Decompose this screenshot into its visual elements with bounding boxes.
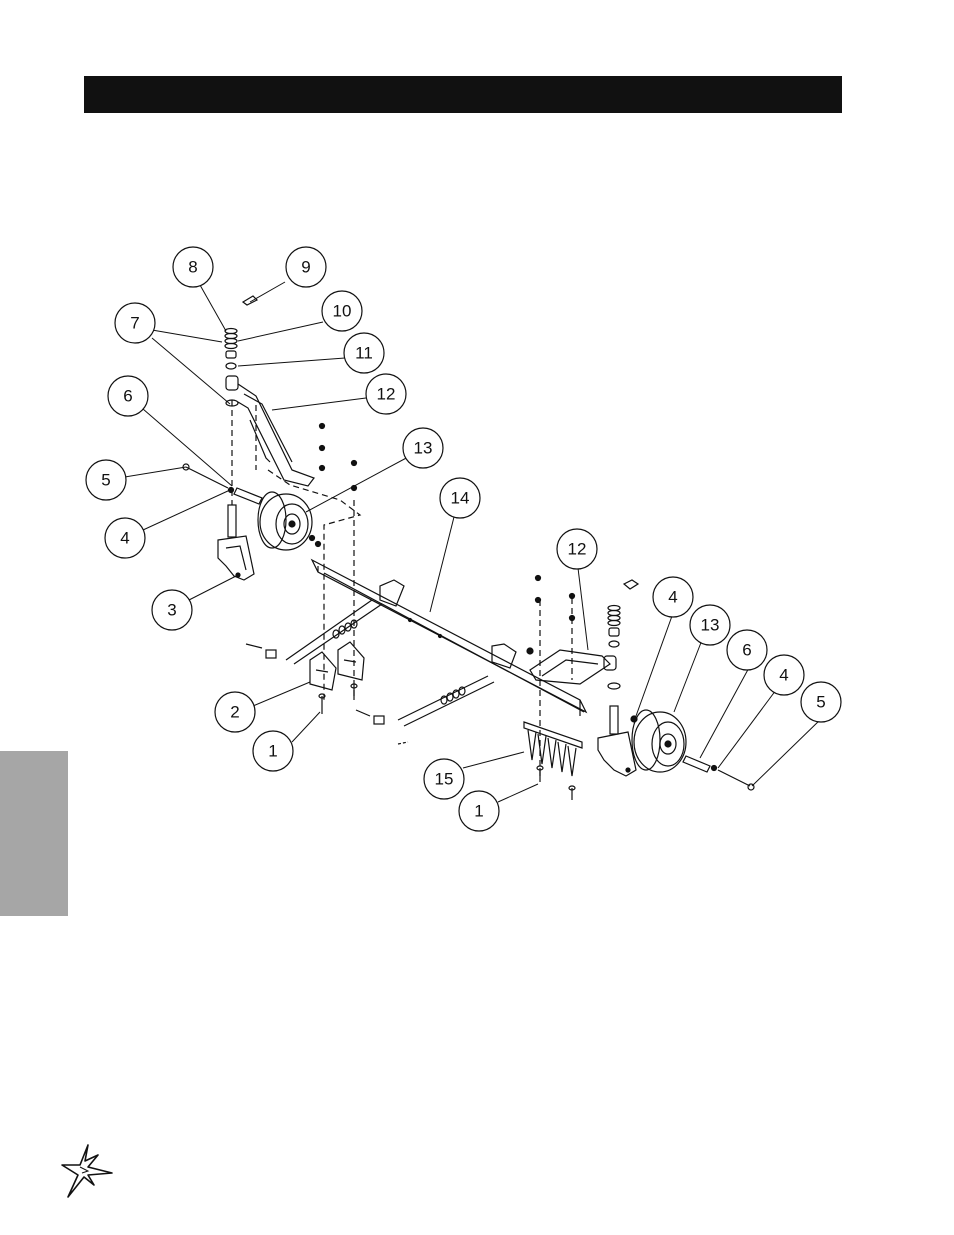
caster-fork-left <box>218 505 254 580</box>
axle-bolt-right <box>718 770 750 786</box>
callout-label: 4 <box>779 666 788 685</box>
cotter-pin-left <box>243 296 257 305</box>
spacer-left <box>234 488 262 504</box>
callout-labels: 8 9 10 7 11 12 6 13 5 14 4 12 3 4 13 6 4… <box>101 258 825 821</box>
shaft-upper <box>286 600 382 664</box>
callout-circles <box>86 247 841 831</box>
hardware-stack-left <box>225 329 237 370</box>
bolt-side-upper <box>246 644 262 648</box>
callout-label: 4 <box>668 588 677 607</box>
callout-label: 14 <box>451 489 470 508</box>
star-logo-icon <box>58 1143 114 1199</box>
callout-label: 11 <box>355 344 373 363</box>
caster-arm-left <box>226 376 314 486</box>
wheel-right <box>632 710 686 772</box>
callout-label: 9 <box>301 258 310 277</box>
callout-label: 1 <box>268 742 277 761</box>
callout-label: 3 <box>167 601 176 620</box>
callout-label: 12 <box>568 540 587 559</box>
callout-label: 6 <box>123 387 132 406</box>
bolt-set-left <box>320 424 357 491</box>
callout-label: 5 <box>101 471 110 490</box>
bolt-side-lower <box>356 710 370 716</box>
caster-fork-right <box>598 706 636 776</box>
callout-label: 4 <box>120 529 129 548</box>
callout-label: 7 <box>130 314 139 333</box>
spacer-right <box>683 756 710 772</box>
callout-label: 13 <box>701 616 720 635</box>
callout-label: 10 <box>333 302 352 321</box>
bolt-set-right <box>527 576 575 655</box>
callout-label: 2 <box>230 703 239 722</box>
callout-label: 1 <box>474 802 483 821</box>
callout-label: 8 <box>188 258 197 277</box>
callout-label: 5 <box>816 693 825 712</box>
hardware-stack-right <box>608 606 620 690</box>
callout-label: 12 <box>377 385 396 404</box>
callout-label: 6 <box>742 641 751 660</box>
cotter-pin-right <box>624 580 638 589</box>
tine-bar <box>524 722 582 776</box>
callout-label: 15 <box>435 770 454 789</box>
wheel-left <box>258 492 312 550</box>
shaft-lower <box>398 676 494 726</box>
caster-arm-right <box>530 650 616 684</box>
screws-right <box>537 766 575 800</box>
callout-label: 13 <box>414 439 433 458</box>
mount-brackets <box>310 642 364 690</box>
